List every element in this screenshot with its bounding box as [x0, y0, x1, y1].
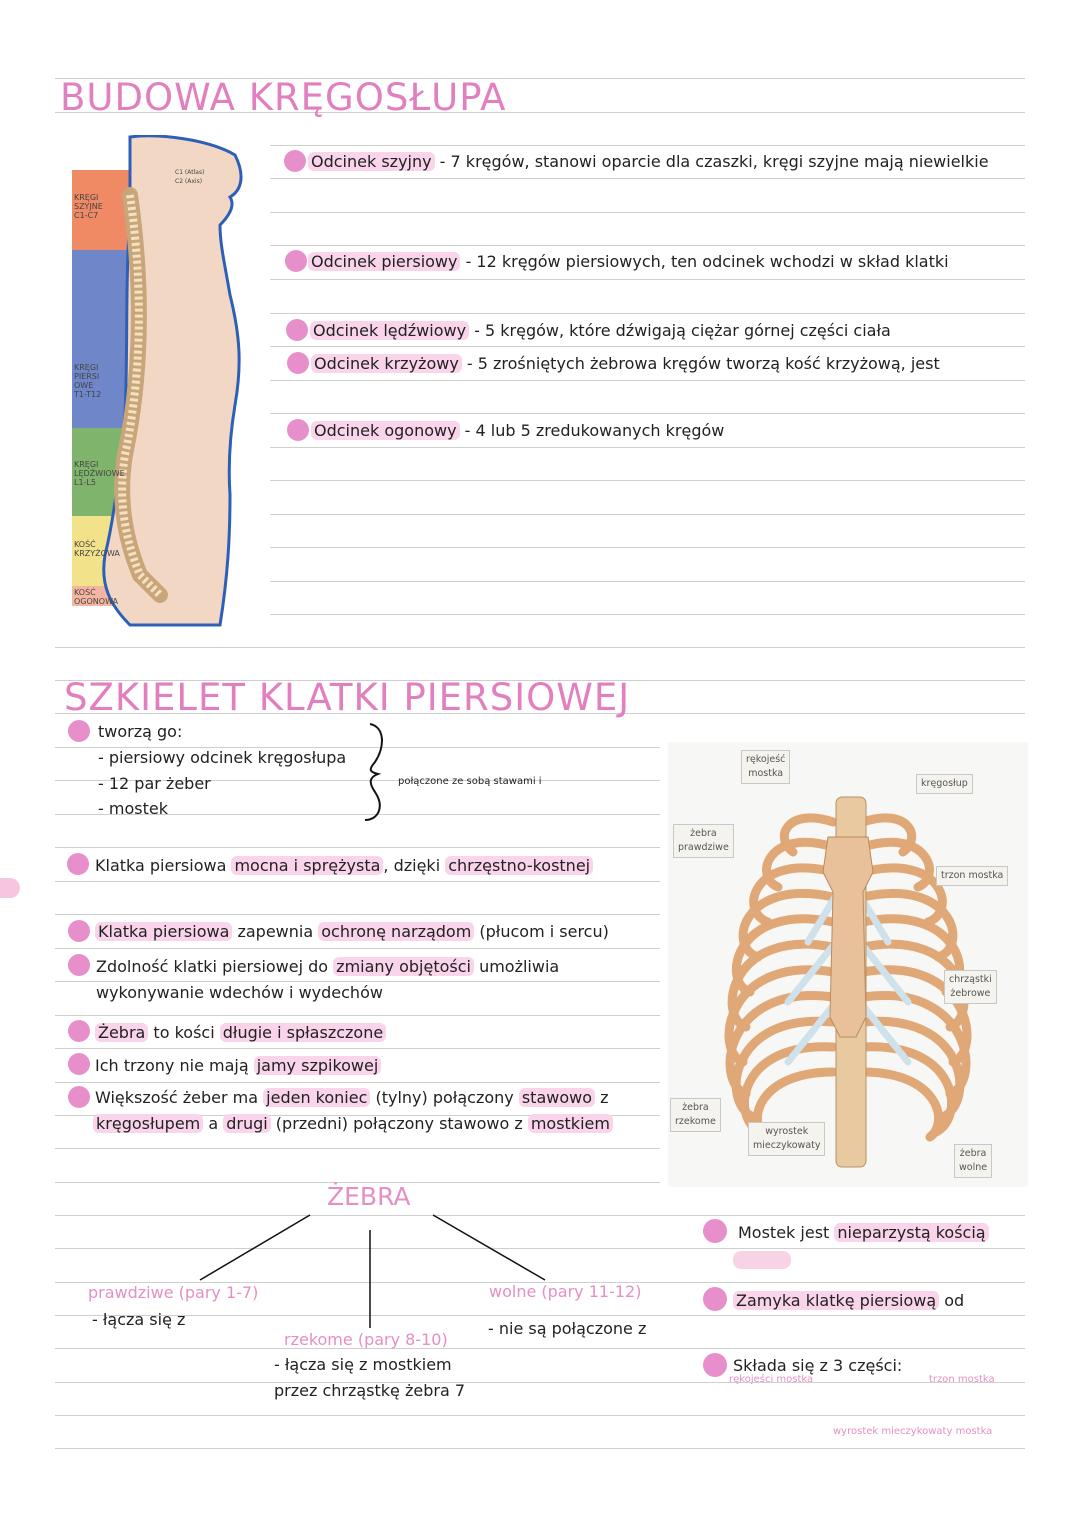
- bullet-dot: [68, 720, 90, 742]
- list-item-sternum: - mostek: [98, 799, 168, 818]
- spine-diagram-svg: [72, 134, 243, 627]
- free-ribs-label: wolne (pary 11-12): [489, 1282, 642, 1301]
- label-sacral: KOŚĆ: [74, 540, 96, 549]
- bullet-dot: [286, 319, 308, 341]
- sternum-part-3: wyrostek mieczykowaty mostka: [833, 1426, 993, 1437]
- bullet-dot: [67, 853, 89, 875]
- sternum-fact-1: Mostek jest nieparzystą kością: [738, 1223, 989, 1243]
- sternum-part-2: trzon mostka: [929, 1374, 995, 1385]
- item-cervical: Odcinek szyjny - 7 kręgów, stanowi oparc…: [308, 152, 989, 172]
- true-ribs-desc: - łącza się z: [92, 1310, 186, 1329]
- label-axis: C2 (Axis): [175, 178, 203, 185]
- label-spine: kręgosłup: [916, 774, 973, 794]
- fact-joints: Większość żeber ma jeden koniec (tylny) …: [95, 1088, 609, 1107]
- list-item-ribs: - 12 par żeber: [98, 774, 211, 793]
- spine-illustration: KRĘGI SZYJNE C1-C7 KRĘGI PIERSI OWE T1-T…: [70, 134, 270, 630]
- bullet-dot: [68, 1020, 90, 1042]
- fact-marrow: Ich trzony nie mają jamy szpikowej: [95, 1056, 382, 1076]
- bullet-dot: [68, 1053, 90, 1075]
- margin-mark: [0, 878, 20, 898]
- section-title-ribcage: SZKIELET KLATKI PIERSIOWEJ: [64, 676, 631, 719]
- bullet-dot: [68, 920, 90, 942]
- empty-highlight: [733, 1251, 791, 1269]
- ribcage-intro: tworzą go:: [98, 722, 183, 741]
- label-thoracic: KRĘGI: [74, 363, 99, 372]
- true-ribs-label: prawdziwe (pary 1-7): [88, 1283, 259, 1302]
- curly-brace: [364, 723, 383, 821]
- cartilages: [784, 888, 912, 1066]
- label-cervical: KRĘGI: [74, 193, 99, 202]
- bullet-dot: [284, 150, 306, 172]
- bullet-dot: [68, 1086, 90, 1108]
- fact-volume-cont: wykonywanie wdechów i wydechów: [96, 983, 383, 1002]
- false-ribs-desc2: przez chrząstkę żebra 7: [274, 1381, 466, 1400]
- fact-volume: Zdolność klatki piersiowej do zmiany obj…: [96, 957, 560, 976]
- fact-protection: Klatka piersiowa zapewnia ochronę narząd…: [95, 922, 609, 942]
- free-ribs-desc: - nie są połączone z: [488, 1319, 647, 1338]
- item-lumbar: Odcinek lędźwiowy - 5 kręgów, które dźwi…: [310, 321, 891, 341]
- label-atlas: C1 (Atlas): [175, 169, 205, 176]
- bullet-dot: [287, 419, 309, 441]
- bullet-dot: [703, 1353, 727, 1377]
- label-sternum-body: trzon mostka: [936, 866, 1009, 886]
- bullet-dot: [703, 1287, 727, 1311]
- label-lumbar: KRĘGI: [74, 460, 99, 469]
- vertebrae-segments: [118, 194, 163, 598]
- list-item-spine: - piersiowy odcinek kręgosłupa: [98, 748, 347, 767]
- fact-ribs-long: Żebra to kości długie i spłaszczone: [95, 1023, 387, 1043]
- bullet-dot: [68, 954, 90, 976]
- false-ribs-desc1: - łącza się z mostkiem: [274, 1355, 452, 1374]
- sternum-fact-3: Składa się z 3 części:: [733, 1356, 903, 1375]
- label-coccyx: KOŚĆ: [74, 588, 96, 597]
- item-coccyx: Odcinek ogonowy - 4 lub 5 zredukowanych …: [311, 421, 724, 441]
- fact-strong: Klatka piersiowa mocna i sprężysta, dzię…: [95, 856, 594, 876]
- brace-note: połączone ze sobą stawami i: [398, 776, 542, 787]
- item-thoracic: Odcinek piersiowy - 12 kręgów piersiowyc…: [308, 252, 949, 272]
- sternum-fact-2: Zamyka klatkę piersiową od: [733, 1291, 964, 1311]
- section-title-spine: BUDOWA KRĘGOSŁUPA: [60, 76, 507, 119]
- ribs: [724, 813, 972, 1142]
- bullet-dot: [287, 352, 309, 374]
- sternum-part-1: rękojeści mostka: [729, 1374, 814, 1385]
- bullet-dot: [285, 250, 307, 272]
- ribcage-svg: [668, 742, 1028, 1187]
- bullet-dot: [703, 1219, 727, 1243]
- item-sacral: Odcinek krzyżowy - 5 zrośniętych żebrowa…: [311, 354, 940, 374]
- ribs-tree-lines: [199, 1214, 546, 1328]
- false-ribs-label: rzekome (pary 8-10): [284, 1330, 448, 1349]
- fact-joints-cont: kręgosłupem a drugi (przedni) połączony …: [93, 1114, 613, 1134]
- sternum-shape: [822, 836, 874, 1038]
- ribs-title: ŻEBRA: [327, 1182, 411, 1211]
